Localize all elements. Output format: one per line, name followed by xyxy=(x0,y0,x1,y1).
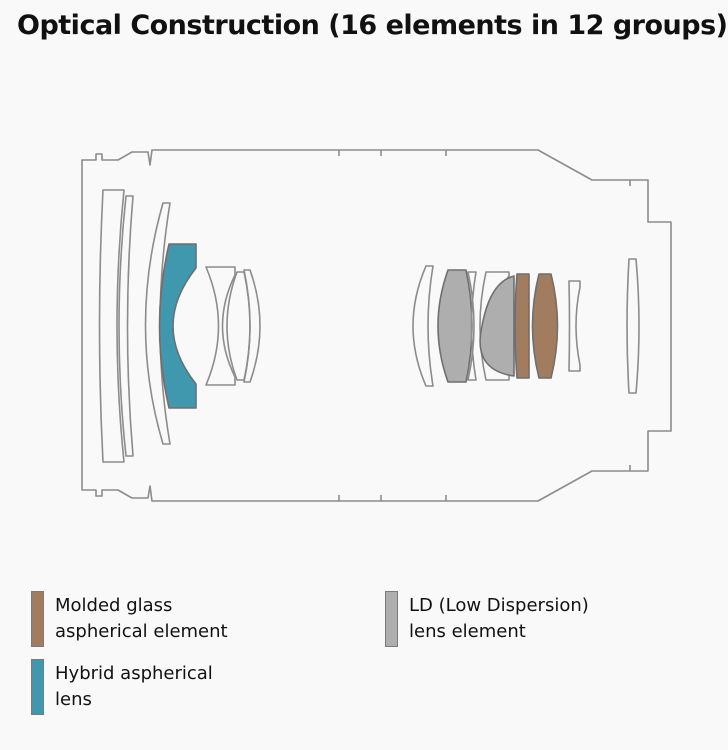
ld-lens-element-1 xyxy=(437,269,473,383)
ld-lens-element-2 xyxy=(479,275,515,377)
hybrid-aspherical-lens xyxy=(158,243,197,409)
legend-label-line: lens element xyxy=(409,621,526,642)
molded-aspherical-element-1 xyxy=(514,273,530,379)
legend-swatch-ld xyxy=(385,591,398,647)
lens-barrel-outline xyxy=(81,149,672,502)
lens-element-10 xyxy=(467,271,477,381)
legend-label-line: LD (Low Dispersion) xyxy=(409,595,589,616)
lens-element-15 xyxy=(568,280,581,372)
lens-element-1 xyxy=(98,189,125,463)
legend-swatch-hybrid xyxy=(31,659,44,715)
barrel-ticks xyxy=(338,150,631,501)
legend-label-line: aspherical element xyxy=(55,621,228,642)
lens-element-16 xyxy=(626,258,640,394)
molded-aspherical-element-2 xyxy=(531,273,559,379)
legend-swatch-molded xyxy=(31,591,44,647)
lens-element-3 xyxy=(144,202,171,445)
legend-label-line: Hybrid aspherical xyxy=(55,663,213,684)
lens-element-7 xyxy=(243,269,261,383)
legend-molded-glass: Molded glass aspherical element xyxy=(31,591,228,647)
legend-hybrid-aspherical: Hybrid aspherical lens xyxy=(31,659,213,715)
legend-ld-element: LD (Low Dispersion) lens element xyxy=(385,591,589,647)
legend-label-line: Molded glass xyxy=(55,595,173,616)
lens-element-5 xyxy=(205,266,236,386)
lens-element-8 xyxy=(412,265,434,387)
lens-element-2 xyxy=(118,195,134,457)
lens-diagram xyxy=(81,149,672,502)
legend-label-line: lens xyxy=(55,689,92,710)
page-title: Optical Construction (16 elements in 12 … xyxy=(17,10,728,41)
